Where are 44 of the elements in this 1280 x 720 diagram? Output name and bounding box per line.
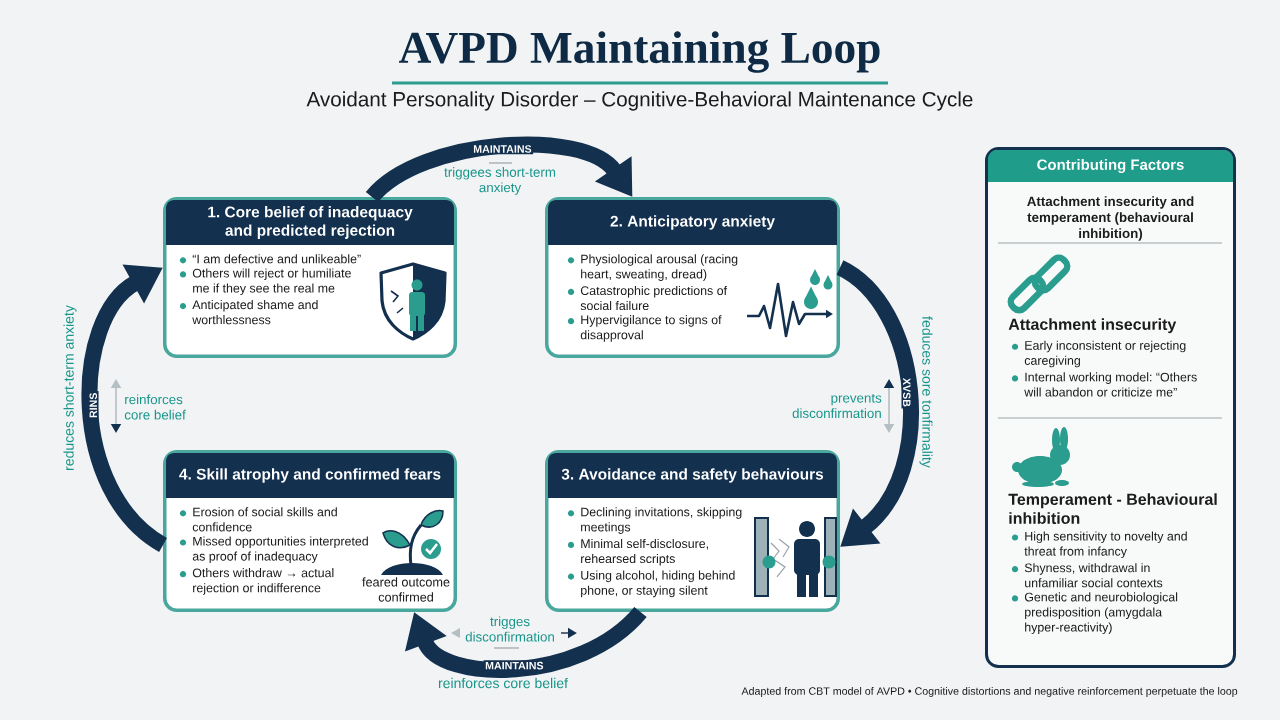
panel-header: Contributing Factors [988,150,1233,182]
annotation: trigges disconfirmation [465,616,554,642]
annotation: feduces sore tonfirmality [919,316,933,468]
bullet-text: Missed opportunities interpreted as proof of inadequacy [192,536,368,564]
edge-label: MAINTAINS [471,143,534,155]
card-header: 4. Skill atrophy and confirmed fears [166,453,454,498]
curved-arrow [366,136,633,203]
bullet-text: Others will reject or humiliate me if they see the real me [192,268,351,296]
edge-label: RINS [88,391,99,420]
bullet-text: Genetic and neurobiological predisposition (amygdala hyper-reactivity) [1024,592,1178,635]
bullet-text: Catastrophic predictions of social failure [580,285,728,311]
bullet-text: Hypervigilance to signs of disapproval [580,315,722,342]
curved-arrow [405,606,647,678]
bullet-text: Using alcohol, hiding behind phone, or staying silent [581,570,735,598]
bullet-text: “I am defective and unlikeable” [192,254,361,264]
annotation: reduces short-term anxiety [63,305,77,470]
card-header: 2. Anticipatory anxiety [548,200,837,245]
bullet-text: Erosion of social skills and confidence [192,507,337,532]
bullet-text: Minimal self-disclosure, rehearsed scripts [581,538,708,566]
icon-caption: feared outcome confirmed [362,577,450,602]
annotation: reinforces core belief [124,394,186,420]
section-heading: Attachment insecurity [1008,318,1177,334]
curved-arrow [835,260,919,547]
annotation: prevents disconfirmation [792,393,882,419]
bullet-text: Early inconsistent or rejecting caregiving [1024,340,1186,368]
annotation: triggees short-term anxiety [444,167,556,195]
curved-arrow [81,264,168,552]
annotation: reinforces core belief [438,677,568,689]
card-header: 1. Core belief of inadequacy and predicted rejection [166,200,454,245]
edge-label: XVSB [901,376,913,409]
edge-label: MAINTAINS [483,660,546,671]
bullet-text: Others withdraw → actual rejection or indifference [192,568,334,595]
bullet-text: Internal working model: “Others will abandon or criticize me” [1024,372,1197,397]
subheading: Attachment insecurity and temperament (behavioural inhibition) [1027,196,1194,241]
subtitle: Avoidant Personality Disorder – Cognitive-Behavioral Maintenance Cycle [306,91,973,111]
section-heading: Temperament - Behavioural inhibition [1008,493,1217,524]
bullet-text: Anticipated shame and worthlessness [192,300,318,325]
bullet-text: High sensitivity to novelty and threat from infancy [1024,531,1187,559]
caption: Adapted from CBT model of AVPD • Cognitive distortions and negative reinforcement perpetuate the loop [741,687,1238,697]
bullet-text: Declining invitations, skipping meetings [581,507,742,534]
title: AVPD Maintaining Loop [399,31,880,73]
card-header: 3. Avoidance and safety behaviours [548,453,837,498]
bullet-text: Shyness, withdrawal in unfamiliar social contexts [1024,563,1163,588]
bullet-text: Physiological arousal (racing heart, sweating, dread) [581,254,738,281]
